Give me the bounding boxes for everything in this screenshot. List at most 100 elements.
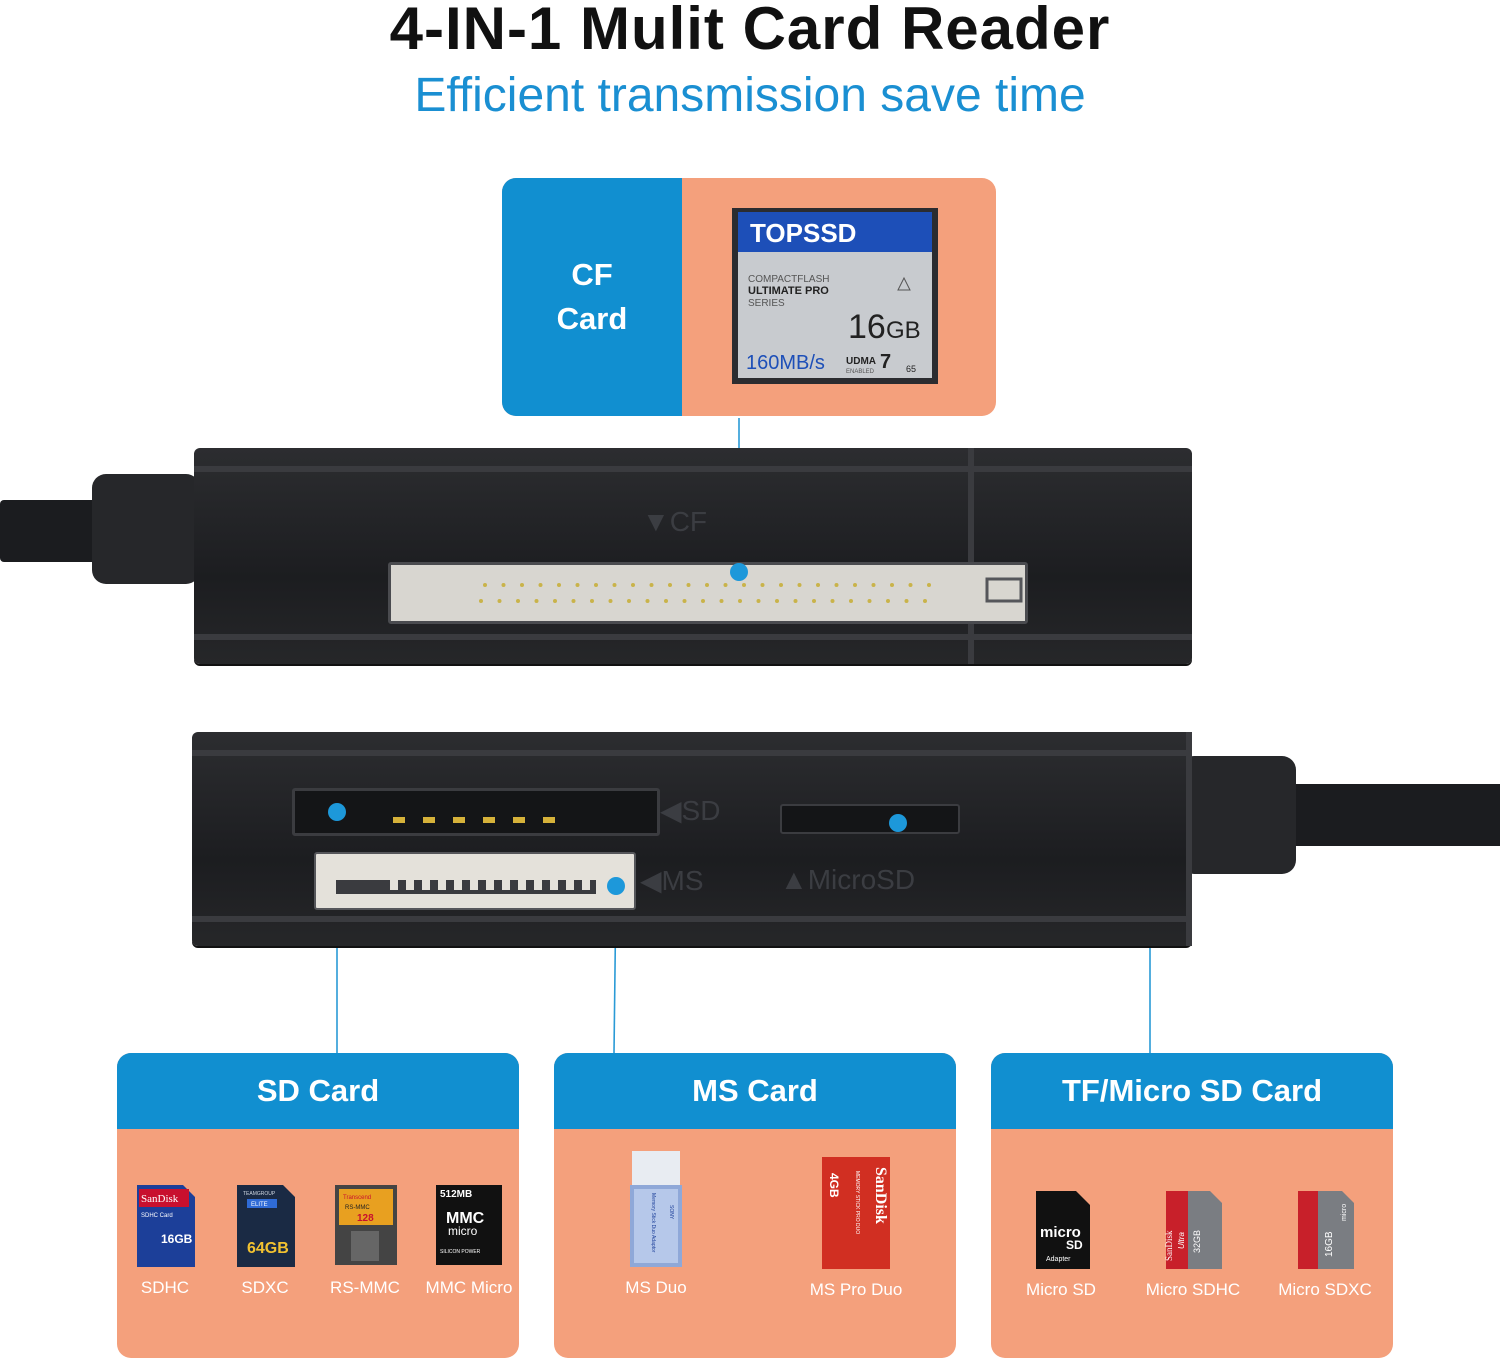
mmc-micro-card-icon: 512MB MMC micro SILICON POWER — [436, 1185, 502, 1265]
cf-pin — [923, 599, 927, 603]
reader-top-view: ▼CF — [194, 448, 1192, 664]
cf-pin — [760, 583, 765, 587]
cf-card-label: CF Card — [556, 257, 628, 336]
svg-text:32GB: 32GB — [1192, 1230, 1202, 1253]
cf-pin — [830, 599, 835, 603]
cf-pin — [627, 599, 631, 603]
cf-pin — [793, 599, 798, 603]
sd-slot-pins — [393, 817, 555, 823]
svg-text:SanDisk: SanDisk — [872, 1167, 889, 1224]
rs-mmc-label: RS-MMC — [330, 1278, 400, 1297]
micro-sdxc-card-icon: 16GB micro — [1298, 1191, 1354, 1269]
ms-pin — [470, 878, 478, 890]
cf-pin — [501, 583, 506, 587]
ms-slot-pins — [336, 878, 596, 894]
page-title: 4-IN-1 Mulit Card Reader — [389, 0, 1111, 62]
cf-pin — [557, 583, 561, 587]
left-cable-strain-relief — [92, 474, 200, 584]
ms-duo-card-icon: SONY Memory Stick Duo Adaptor — [630, 1151, 682, 1267]
micro-sdxc-label: Micro SDXC — [1278, 1280, 1372, 1299]
ms-pin — [486, 878, 494, 890]
cf-pin — [612, 583, 617, 587]
ms-pin — [550, 878, 558, 890]
left-cable — [0, 500, 100, 562]
sdhc-card: SanDisk SDHC Card 16GB SDHC — [121, 1183, 209, 1298]
svg-text:SONY: SONY — [668, 1205, 674, 1220]
svg-text:micro: micro — [448, 1224, 478, 1238]
cf-pin — [834, 583, 839, 587]
ms-pin — [582, 878, 590, 890]
svg-text:RS-MMC: RS-MMC — [345, 1205, 370, 1211]
sd-pin — [423, 817, 435, 823]
sdxc-card-icon: TEAMGROUP ELITE 64GB — [237, 1185, 295, 1267]
ms-pro-duo-label: MS Pro Duo — [809, 1280, 903, 1299]
svg-text:ELITE: ELITE — [251, 1202, 268, 1208]
cf-capacity: 16 — [848, 308, 886, 346]
micro-sdxc-card: 16GB micro Micro SDXC — [1275, 1189, 1375, 1300]
cf-pin — [719, 599, 724, 603]
cf-pin — [756, 599, 761, 603]
svg-text:MEMORY STICK PRO DUO: MEMORY STICK PRO DUO — [854, 1171, 860, 1234]
sd-card-box-title: SD Card — [117, 1053, 519, 1129]
cf-pin — [908, 583, 913, 587]
ms-slot[interactable] — [314, 852, 636, 910]
cf-pin — [483, 583, 487, 587]
sdhc-card-icon: SanDisk SDHC Card 16GB — [137, 1185, 195, 1267]
ms-card-box: MS Card SONY Memory Stick Duo Adaptor MS… — [554, 1053, 956, 1358]
cf-vpg: 65 — [906, 364, 916, 374]
svg-text:16GB: 16GB — [1324, 1231, 1335, 1257]
cf-pin — [520, 583, 524, 587]
svg-text:Transcend: Transcend — [343, 1195, 371, 1201]
cf-card-callout: CF Card TOPSSD COMPACTFLASH ULTIMATE PRO… — [502, 178, 996, 416]
microsd-slot[interactable] — [780, 804, 960, 834]
ms-pin — [406, 878, 414, 890]
sdxc-label: SDXC — [241, 1278, 289, 1297]
micro-sdhc-card-icon: SanDisk Ultra 32GB — [1164, 1191, 1222, 1269]
svg-text:SILICON POWER: SILICON POWER — [440, 1249, 481, 1255]
sd-slot[interactable] — [292, 788, 660, 836]
cf-slot[interactable] — [388, 562, 1028, 624]
cf-pin — [738, 599, 742, 603]
cf-pin — [631, 583, 635, 587]
cf-pin — [479, 599, 483, 603]
ms-pin — [390, 878, 398, 890]
ms-pro-duo-card: SanDisk 4GB MEMORY STICK PRO DUO MS Pro … — [798, 1153, 914, 1300]
cf-capacity-unit: GB — [886, 317, 921, 344]
micro-sdhc-card: SanDisk Ultra 32GB Micro SDHC — [1141, 1189, 1245, 1300]
ms-pin — [518, 878, 526, 890]
cf-card-image: TOPSSD COMPACTFLASH ULTIMATE PRO SERIES … — [732, 208, 938, 384]
cf-line1: COMPACTFLASH — [748, 274, 830, 285]
cf-line3: SERIES — [748, 298, 785, 309]
micro-sd-label: Micro SD — [1026, 1280, 1096, 1299]
svg-text:SDHC Card: SDHC Card — [141, 1213, 173, 1219]
ms-pin — [454, 878, 462, 890]
ms-slot-label: ◀MS — [640, 865, 704, 896]
svg-text:Adapter: Adapter — [1046, 1256, 1071, 1263]
svg-text:SanDisk: SanDisk — [141, 1193, 179, 1205]
cf-pin — [668, 583, 672, 587]
cf-udma: UDMA — [846, 356, 876, 367]
sd-pin — [483, 817, 495, 823]
svg-text:4GB: 4GB — [827, 1173, 841, 1198]
cf-pin — [571, 599, 576, 603]
cf-pin — [649, 583, 654, 587]
sd-pin — [393, 817, 405, 823]
svg-text:512MB: 512MB — [440, 1189, 472, 1200]
cf-pin — [871, 583, 876, 587]
svg-text:SanDisk: SanDisk — [1164, 1230, 1174, 1261]
cf-pin — [927, 583, 931, 587]
sd-pin — [543, 817, 555, 823]
cf-pin — [594, 583, 598, 587]
ms-pro-duo-card-icon: SanDisk 4GB MEMORY STICK PRO DUO — [822, 1157, 890, 1269]
svg-text:TEAMGROUP: TEAMGROUP — [243, 1191, 276, 1197]
cf-pin — [849, 599, 853, 603]
sd-card-box: SD Card SanDisk SDHC Card 16GB SDHC TEAM… — [117, 1053, 519, 1358]
svg-text:micro: micro — [1341, 1204, 1348, 1221]
ms-pin — [438, 878, 446, 890]
cf-pin — [816, 583, 820, 587]
cf-pin — [553, 599, 557, 603]
ms-pin — [534, 878, 542, 890]
svg-text:128: 128 — [357, 1213, 374, 1224]
cf-pin — [904, 599, 909, 603]
ms-duo-label: MS Duo — [625, 1278, 687, 1297]
